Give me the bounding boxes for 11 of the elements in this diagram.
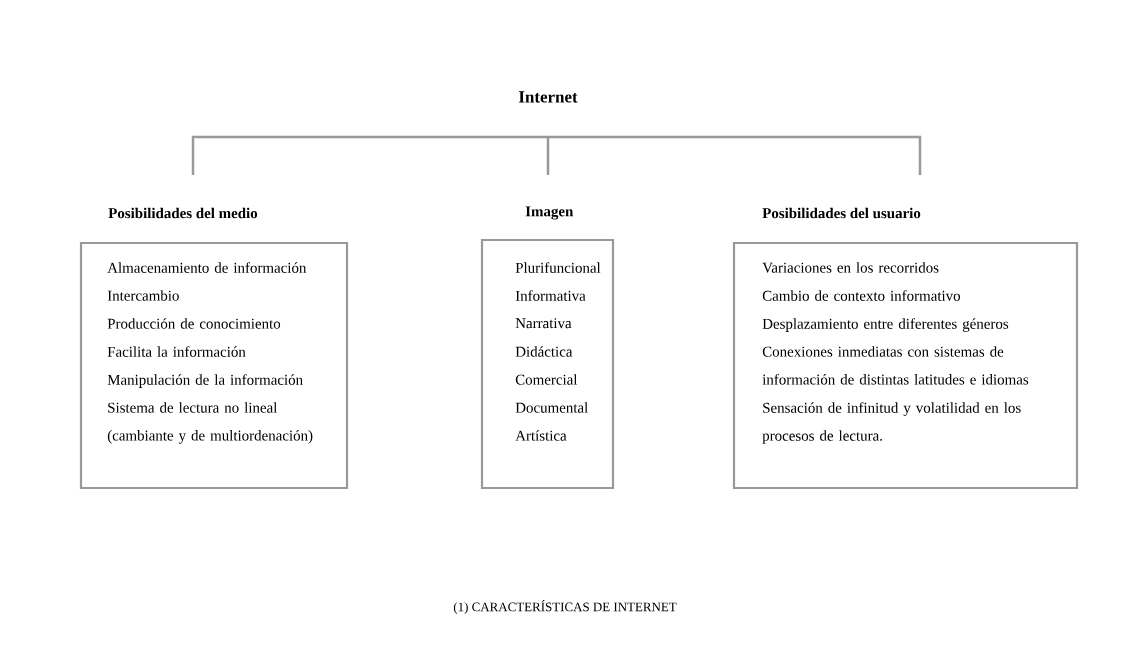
bracket-line <box>548 135 922 175</box>
list-box: Imagen Plurifuncional Informativa Narrativa Didáctica Comercial Documental Artística <box>480 206 615 490</box>
list-box: Posibilidades del medio Almacenamiento de información Intercambio Producción de conocimiento Facilita la información Manipulación de la información Sistema de lectura no lineal (cambiante y de multiordenación) <box>79 207 349 490</box>
title: Internet <box>518 91 578 103</box>
list-box: Posibilidades del usuario Variaciones en los recorridos Cambio de contexto informativo Desplazamiento entre diferentes géneros Conexiones inmediatas con sistemas de información de distintas latitudes e idiomas Sensación de infinitud y volatilidad en los procesos de lectura. <box>732 207 1079 490</box>
caption: (1) CARACTERÍSTICAS DE INTERNET <box>453 600 677 614</box>
bracket-line <box>546 137 550 175</box>
node-label: Imagen <box>525 206 574 220</box>
bracket-line <box>191 135 548 175</box>
node-label: Posibilidades del medio <box>108 207 258 219</box>
node-label: Posibilidades del usuario <box>762 207 921 219</box>
